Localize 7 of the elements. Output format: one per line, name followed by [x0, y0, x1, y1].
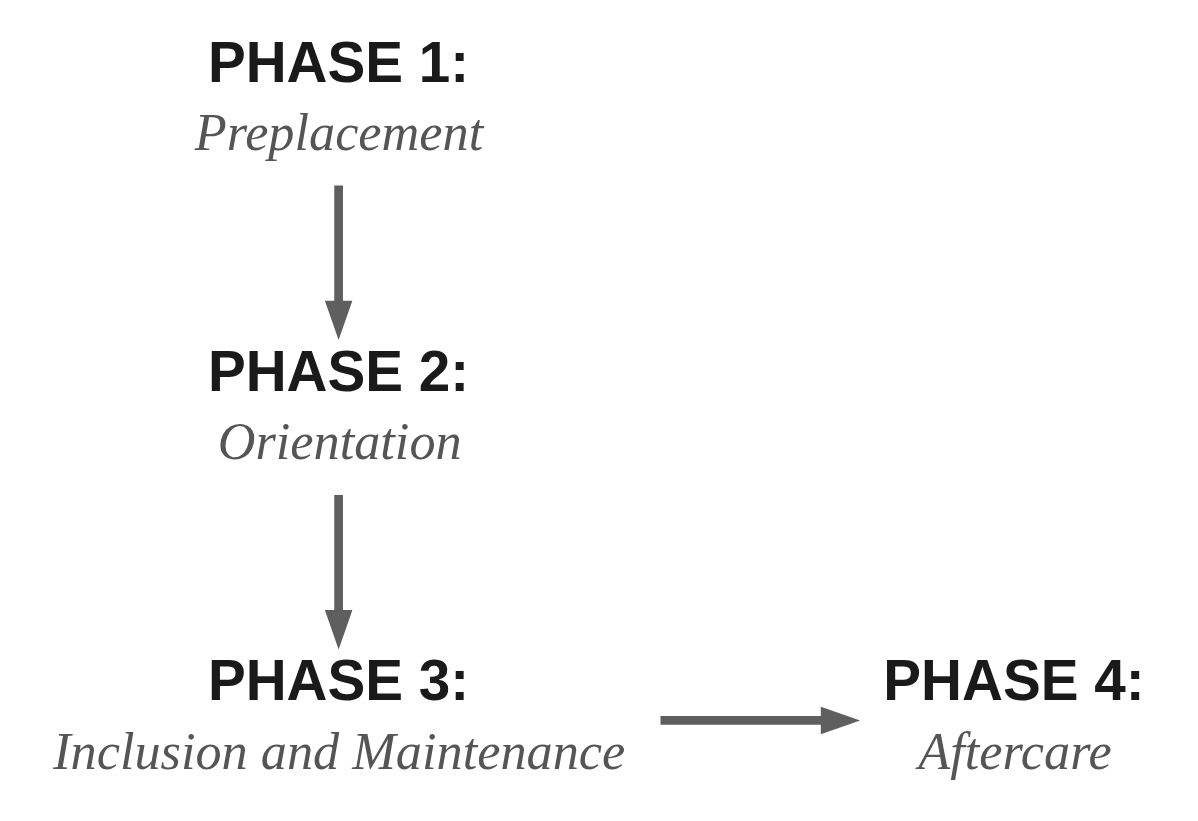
arrow [324, 494, 353, 649]
node-text: PHASE 4: Aftercare [883, 648, 1145, 780]
arrow [324, 185, 353, 340]
node-text: PHASE 2: Orientation [207, 339, 470, 470]
node-text: PHASE 1: Preplacement [194, 30, 484, 161]
node-text: PHASE 3: Inclusion and Maintenance [53, 648, 626, 780]
arrow [660, 706, 861, 734]
